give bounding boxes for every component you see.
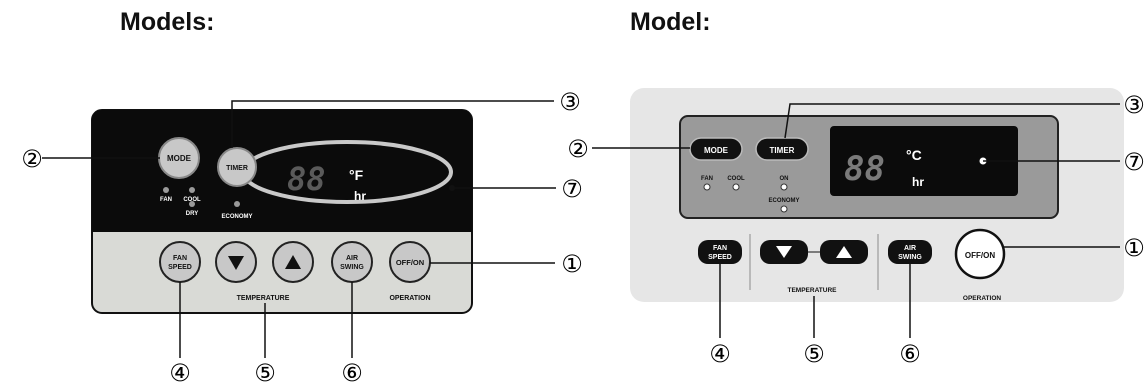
right-display-window xyxy=(830,126,1018,196)
right-callout-2: ② xyxy=(567,135,589,163)
left-fan-speed-label-2: SPEED xyxy=(168,264,192,271)
right-air-swing-label-1: AIR xyxy=(904,245,916,252)
left-dry-led-label: DRY xyxy=(186,211,198,217)
right-callout-4: ④ xyxy=(709,340,731,368)
left-temp-down-button[interactable] xyxy=(215,241,257,283)
right-fan-speed-button[interactable]: FAN SPEED xyxy=(698,240,742,264)
left-callout-7: ⑦ xyxy=(561,175,583,203)
right-economy-led xyxy=(780,205,788,213)
right-temperature-label: TEMPERATURE xyxy=(788,287,838,294)
right-cool-led xyxy=(732,183,740,191)
left-fan-led xyxy=(163,187,169,193)
right-triangle-down-icon xyxy=(776,246,792,258)
right-mode-button[interactable]: MODE xyxy=(689,137,743,161)
right-mode-label: MODE xyxy=(704,146,729,155)
left-timer-label: TIMER xyxy=(226,165,248,172)
left-display-digits: 88 xyxy=(287,160,326,198)
right-air-swing-label-2: SWING xyxy=(898,254,922,261)
left-mode-label: MODE xyxy=(167,154,192,163)
right-display-unit-time: hr xyxy=(912,175,924,189)
left-ring-marker-dot xyxy=(449,185,455,191)
right-air-swing-button[interactable]: AIR SWING xyxy=(888,240,932,264)
left-leader-lines xyxy=(42,100,556,358)
heading-right: Model: xyxy=(630,8,711,36)
left-triangle-up-icon xyxy=(285,255,301,269)
left-fan-led-label: FAN xyxy=(160,197,172,203)
left-callout-1: ① xyxy=(561,250,583,278)
right-fan-speed-label-2: SPEED xyxy=(708,254,732,261)
left-mode-button[interactable]: MODE xyxy=(158,137,200,179)
right-display-digits: 88 xyxy=(844,149,885,189)
right-callout-3: ③ xyxy=(1123,91,1144,119)
heading-left: Models: xyxy=(120,8,215,36)
left-callout-6: ⑥ xyxy=(341,359,363,383)
right-fan-led xyxy=(703,183,711,191)
right-display-unit-temp: °C xyxy=(906,147,922,163)
left-operation-label: OPERATION xyxy=(389,295,430,302)
right-temp-down-button[interactable] xyxy=(760,240,808,264)
left-control-panel: MODE TIMER FAN COOL DRY ECONOMY 88 °F hr… xyxy=(21,88,583,383)
left-callout-2: ② xyxy=(21,145,43,173)
left-economy-led-label: ECONOMY xyxy=(221,214,252,220)
right-on-led xyxy=(780,183,788,191)
left-temp-up-button[interactable] xyxy=(272,241,314,283)
left-cool-led xyxy=(189,187,195,193)
right-timer-button[interactable]: TIMER xyxy=(755,137,809,161)
left-display-unit-time: hr xyxy=(354,189,366,203)
left-fan-speed-label-1: FAN xyxy=(173,255,187,262)
right-control-panel: MODE TIMER FAN COOL ON ECONOMY 88 °C hr … xyxy=(567,88,1144,368)
right-off-on-label: OFF/ON xyxy=(965,251,995,260)
right-timer-label: TIMER xyxy=(770,146,795,155)
right-cool-led-label: COOL xyxy=(727,176,745,182)
left-fan-speed-button[interactable]: FAN SPEED xyxy=(159,241,201,283)
left-dry-led xyxy=(189,201,195,207)
right-callout-6: ⑥ xyxy=(899,340,921,368)
left-air-swing-label-1: AIR xyxy=(346,255,358,262)
left-air-swing-button[interactable]: AIR SWING xyxy=(331,241,373,283)
left-callout-3: ③ xyxy=(559,88,581,116)
left-timer-button[interactable]: TIMER xyxy=(217,147,257,187)
left-economy-led xyxy=(234,201,240,207)
right-temp-up-button[interactable] xyxy=(820,240,868,264)
right-operation-label: OPERATION xyxy=(963,295,1001,302)
right-leader-lines xyxy=(592,103,1120,338)
left-display-unit-temp: °F xyxy=(349,167,364,183)
right-on-led-label: ON xyxy=(780,176,789,182)
left-triangle-down-icon xyxy=(228,256,244,270)
right-triangle-up-icon xyxy=(836,246,852,258)
right-callout-1: ① xyxy=(1123,234,1144,262)
left-off-on-label: OFF/ON xyxy=(396,258,424,267)
left-temperature-label: TEMPERATURE xyxy=(237,295,290,302)
right-callout-7: ⑦ xyxy=(1123,148,1144,176)
right-fan-led-label: FAN xyxy=(701,176,713,182)
left-cool-led-label: COOL xyxy=(183,197,201,203)
right-callout-5: ⑤ xyxy=(803,340,825,368)
left-callout-4: ④ xyxy=(169,359,191,383)
right-economy-led-label: ECONOMY xyxy=(768,198,799,204)
left-air-swing-label-2: SWING xyxy=(340,264,364,271)
left-off-on-button[interactable]: OFF/ON xyxy=(389,241,431,283)
right-fan-speed-label-1: FAN xyxy=(713,245,727,252)
left-panel-top-section xyxy=(92,110,472,232)
left-callout-5: ⑤ xyxy=(254,359,276,383)
right-off-on-button[interactable]: OFF/ON xyxy=(954,228,1006,280)
